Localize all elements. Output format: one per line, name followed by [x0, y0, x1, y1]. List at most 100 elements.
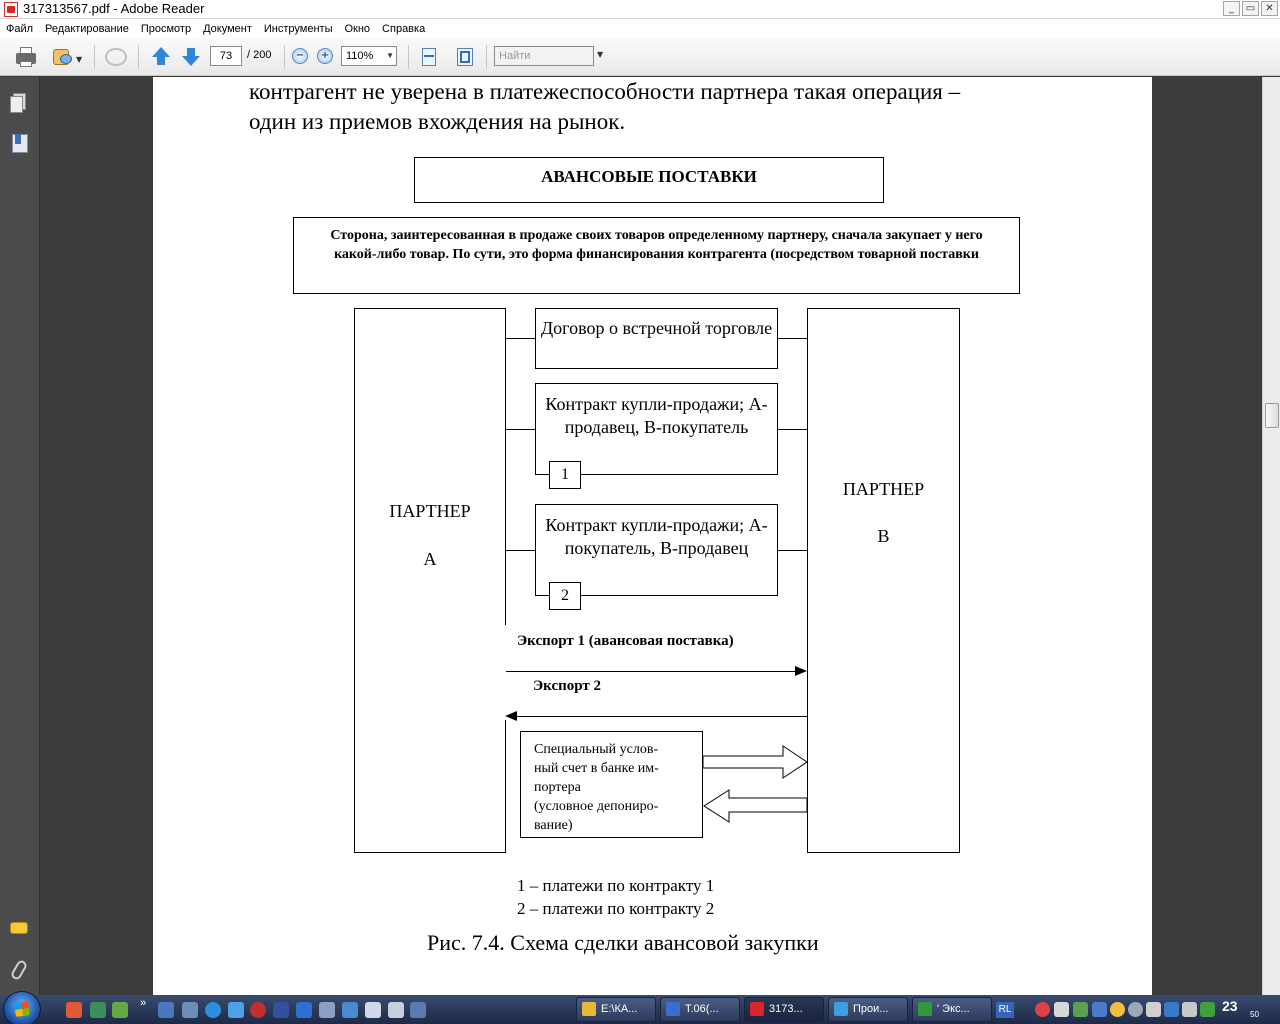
- browser-icon[interactable]: [205, 1002, 221, 1018]
- attachments-panel-button[interactable]: [9, 958, 30, 982]
- tray-icon[interactable]: [1054, 1002, 1069, 1017]
- page-total: / 200: [247, 49, 272, 61]
- partner-b-letter: В: [877, 526, 890, 546]
- chevron-down-icon[interactable]: ▼: [597, 50, 604, 59]
- start-button[interactable]: [3, 991, 41, 1024]
- menu-view[interactable]: Просмотр: [140, 22, 192, 35]
- export-1-arrow-line: [506, 671, 796, 672]
- quick-launch-icon[interactable]: [158, 1002, 174, 1018]
- tray-icon[interactable]: [1128, 1002, 1143, 1017]
- word-icon: [666, 1002, 680, 1016]
- quick-launch-icon[interactable]: [410, 1002, 426, 1018]
- payment-number-1: 1: [549, 461, 581, 489]
- taskbar-task[interactable]: Прои...: [828, 997, 908, 1022]
- figure-caption: Рис. 7.4. Схема сделки авансовой закупки: [427, 930, 819, 955]
- tray-icon[interactable]: [1200, 1002, 1215, 1017]
- excel-icon: [918, 1002, 932, 1016]
- connector-line: [506, 338, 535, 339]
- navigation-pane: [0, 77, 40, 995]
- fit-width-button[interactable]: [418, 46, 440, 68]
- partner-b-box: ПАРТНЕР В: [807, 308, 960, 853]
- body-text-line: контрагент не уверена в платежеспособнос…: [249, 79, 961, 104]
- fit-width-icon: [422, 48, 436, 66]
- collaborate-button[interactable]: ▼: [52, 46, 82, 68]
- tray-icon[interactable]: [1073, 1002, 1088, 1017]
- quick-launch-icon[interactable]: [342, 1002, 358, 1018]
- review-button[interactable]: [103, 46, 129, 68]
- language-indicator[interactable]: RL: [996, 1002, 1014, 1018]
- taskbar: » E:\КА... Т.06(... 3173... Прои... ' Эк…: [0, 991, 1280, 1024]
- zoom-value: 110%: [346, 50, 374, 62]
- document-viewport[interactable]: контрагент не уверена в платежеспособнос…: [41, 77, 1262, 995]
- zoom-in-button[interactable]: +: [317, 48, 333, 64]
- sale-contract-2-box: Контракт купли-продажи; А-покупатель, В-…: [535, 504, 778, 596]
- quick-launch-icon[interactable]: [365, 1002, 381, 1018]
- minus-icon: −: [295, 50, 305, 61]
- quick-launch-icon[interactable]: [296, 1002, 312, 1018]
- menu-help[interactable]: Справка: [382, 22, 426, 35]
- network-icon[interactable]: [1164, 1002, 1179, 1017]
- menu-tools[interactable]: Инструменты: [263, 22, 333, 35]
- tray-icon[interactable]: [1110, 1002, 1125, 1017]
- quick-launch-icon[interactable]: [182, 1002, 198, 1018]
- print-button[interactable]: [14, 46, 38, 68]
- quick-launch-icon[interactable]: [112, 1002, 128, 1018]
- quick-launch-icon[interactable]: [273, 1002, 289, 1018]
- vertical-scrollbar[interactable]: [1262, 77, 1280, 995]
- escrow-text-line: Специальный услов-: [534, 742, 659, 757]
- comments-panel-button[interactable]: [10, 919, 30, 941]
- diagram-title: АВАНСОВЫЕ ПОСТАВКИ: [414, 157, 884, 203]
- minimize-button[interactable]: _: [1223, 1, 1240, 16]
- windows-logo-icon: [14, 1001, 30, 1017]
- window-title: 317313567.pdf - Adobe Reader: [23, 1, 205, 16]
- menu-edit[interactable]: Редактирование: [45, 22, 129, 35]
- search-input[interactable]: Найти: [494, 46, 594, 66]
- quick-launch-icon[interactable]: [250, 1002, 266, 1018]
- legend-item: 2 – платежи по контракту 2: [517, 899, 715, 918]
- page-number-input[interactable]: 73: [210, 46, 242, 66]
- connector-line: [506, 429, 535, 430]
- connector-line: [778, 550, 807, 551]
- quick-launch-icon[interactable]: [319, 1002, 335, 1018]
- arrow-left-icon: [505, 711, 517, 721]
- tray-icon[interactable]: [1092, 1002, 1107, 1017]
- menu-file[interactable]: Файл: [6, 22, 34, 35]
- menu-window[interactable]: Окно: [344, 22, 371, 35]
- toolbar-separator: [408, 45, 409, 69]
- zoom-out-button[interactable]: −: [292, 48, 308, 64]
- escrow-text-line: портера: [534, 780, 581, 795]
- title-bar: 317313567.pdf - Adobe Reader _ ▭ ✕: [0, 0, 1280, 19]
- pages-panel-button[interactable]: [10, 91, 30, 113]
- arrow-down-icon: [182, 56, 200, 66]
- legend-item: 1 – платежи по контракту 1: [517, 876, 715, 895]
- previous-page-button[interactable]: [150, 46, 172, 68]
- quick-launch-icon[interactable]: [228, 1002, 244, 1018]
- bookmarks-panel-button[interactable]: [10, 133, 30, 155]
- maximize-button[interactable]: ▭: [1242, 1, 1259, 16]
- app-icon: [834, 1002, 848, 1016]
- tray-icon[interactable]: [1035, 1002, 1050, 1017]
- toolbar-separator: [94, 45, 95, 69]
- taskbar-task-active[interactable]: 3173...: [744, 997, 824, 1022]
- close-button[interactable]: ✕: [1261, 1, 1278, 16]
- body-text-line: один из приемов вхождения на рынок.: [249, 109, 626, 134]
- chevron-right-icon[interactable]: »: [140, 997, 147, 1009]
- paperclip-icon: [9, 958, 29, 982]
- diagram-description: Сторона, заинтересованная в продаже свои…: [293, 217, 1020, 294]
- scrollbar-thumb[interactable]: [1265, 403, 1279, 428]
- zoom-select[interactable]: 110% ▼: [341, 46, 397, 66]
- clock-hours[interactable]: 23: [1222, 998, 1238, 1014]
- quick-launch-icon[interactable]: [66, 1002, 82, 1018]
- quick-launch-icon[interactable]: [388, 1002, 404, 1018]
- volume-icon[interactable]: [1182, 1002, 1197, 1017]
- counter-trade-agreement-box: Договор о встречной торговле: [535, 308, 778, 369]
- taskbar-task[interactable]: ' Экс...: [912, 997, 992, 1022]
- taskbar-task[interactable]: Т.06(...: [660, 997, 740, 1022]
- menu-document[interactable]: Документ: [203, 22, 252, 35]
- next-page-button[interactable]: [180, 46, 202, 68]
- escrow-arrows: [703, 745, 808, 823]
- fit-page-button[interactable]: [454, 46, 476, 68]
- taskbar-task[interactable]: E:\КА...: [576, 997, 656, 1022]
- tray-icon[interactable]: [1146, 1002, 1161, 1017]
- quick-launch-icon[interactable]: [90, 1002, 106, 1018]
